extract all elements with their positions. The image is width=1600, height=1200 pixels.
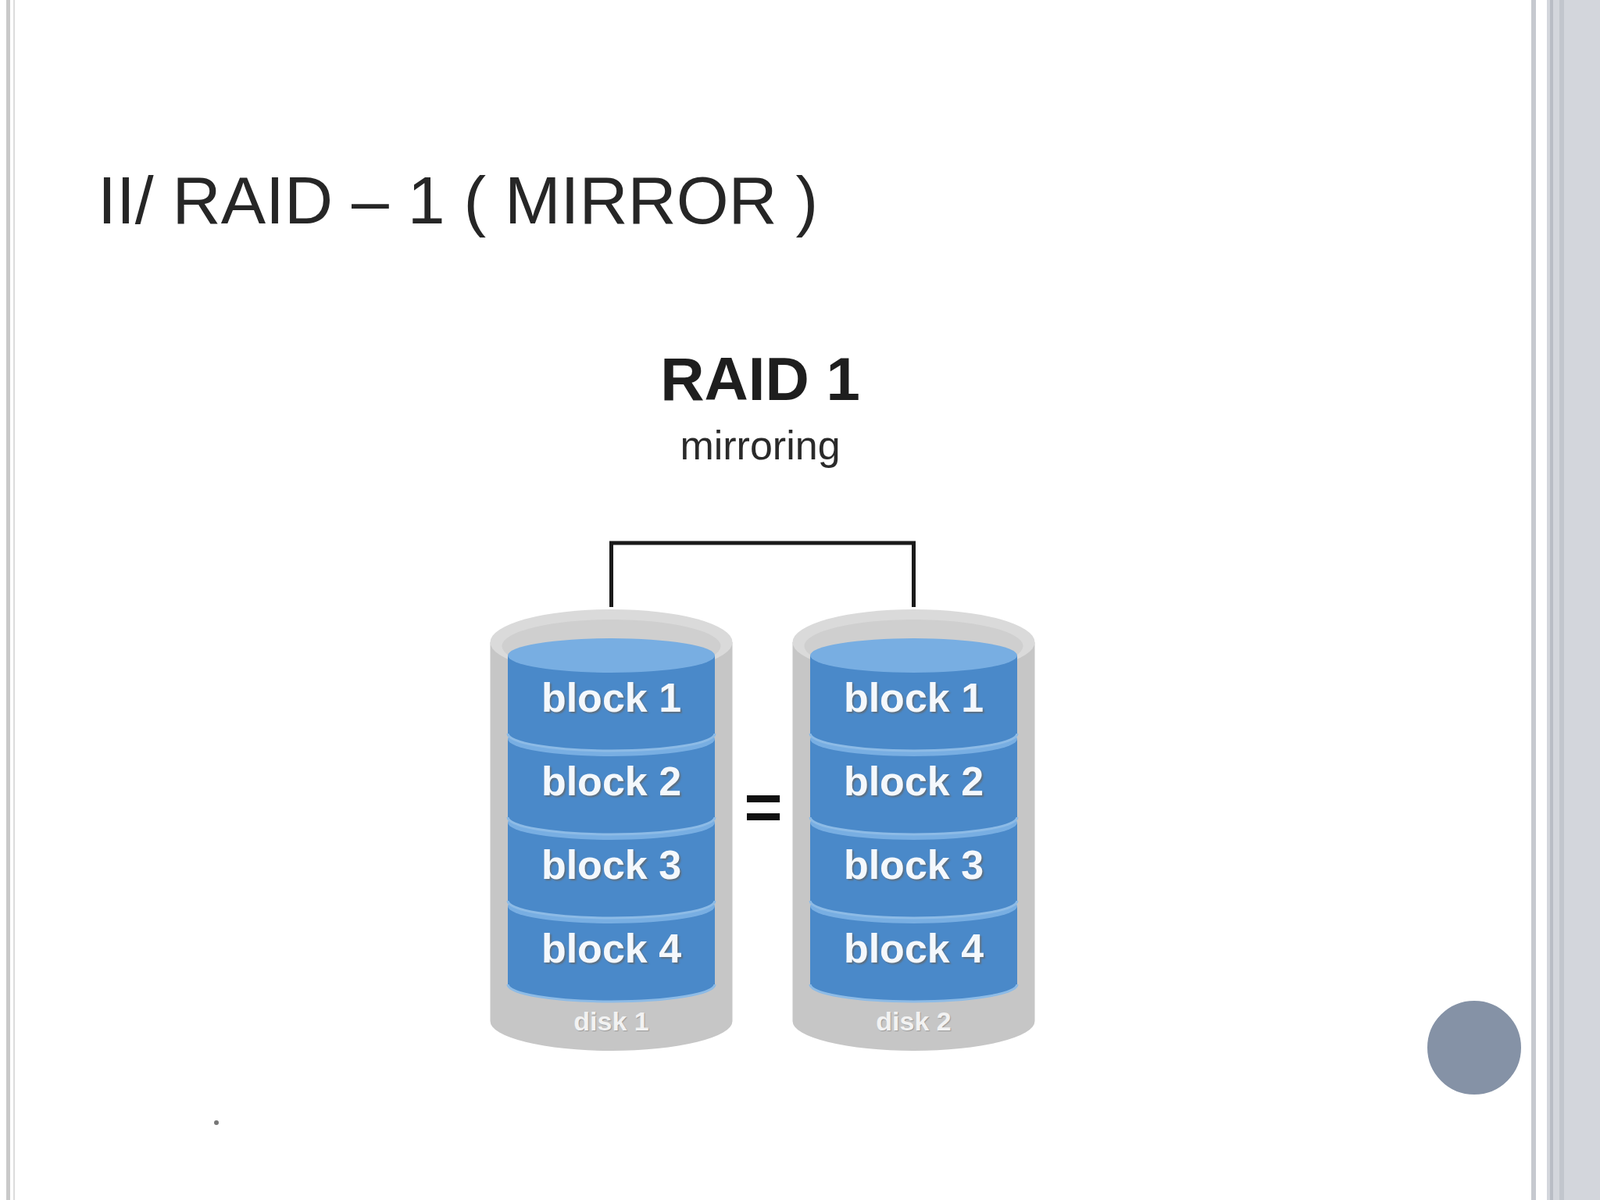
block-top xyxy=(810,721,1018,757)
block-edge xyxy=(810,984,1018,1002)
block-label: block 3 xyxy=(810,841,1018,889)
block-top xyxy=(507,721,715,757)
block-top xyxy=(507,638,715,673)
block-top xyxy=(810,889,1018,924)
mirror-bracket xyxy=(611,542,915,608)
stray-dot xyxy=(214,1120,219,1125)
block-top xyxy=(507,889,715,924)
frame-line xyxy=(13,0,15,1200)
disk-rim xyxy=(804,619,1024,673)
disk-cylinder: disk 2 block 1 block 2 block 3 block 4 xyxy=(792,607,1036,1057)
slide-title: II/ RAID – 1 ( MIRROR ) xyxy=(97,160,818,240)
frame-line xyxy=(1559,0,1565,1200)
block-top xyxy=(507,805,715,840)
block-top xyxy=(810,638,1018,673)
block-label: block 1 xyxy=(810,674,1018,722)
block-label: block 2 xyxy=(507,757,715,805)
disk-label: disk 2 xyxy=(792,1005,1036,1037)
diagram-heading: RAID 1 xyxy=(525,343,995,415)
disk-body xyxy=(792,642,1036,1051)
disk-label: disk 1 xyxy=(489,1005,733,1037)
frame-band xyxy=(1546,0,1600,1200)
disk-rim xyxy=(502,619,722,673)
block-label: block 4 xyxy=(810,925,1018,972)
disk-top xyxy=(792,609,1036,675)
disk-top xyxy=(490,609,733,675)
block-label: block 2 xyxy=(810,757,1018,805)
slide-bullet-circle xyxy=(1425,999,1523,1097)
block-edge xyxy=(507,984,715,1002)
block-label: block 3 xyxy=(507,841,715,889)
data-block: block 1 xyxy=(810,638,1018,751)
diagram-subheading: mirroring xyxy=(525,421,995,469)
block-label: block 4 xyxy=(507,925,715,972)
frame-line xyxy=(6,0,11,1200)
block-label: block 1 xyxy=(507,674,715,722)
disk-cylinder: disk 1 block 1 block 2 block 3 block 4 xyxy=(489,607,733,1057)
block-top xyxy=(810,805,1018,840)
data-block: block 1 xyxy=(507,638,715,751)
disk-body xyxy=(490,642,733,1051)
frame-line xyxy=(1550,0,1554,1200)
frame-line xyxy=(1531,0,1536,1200)
